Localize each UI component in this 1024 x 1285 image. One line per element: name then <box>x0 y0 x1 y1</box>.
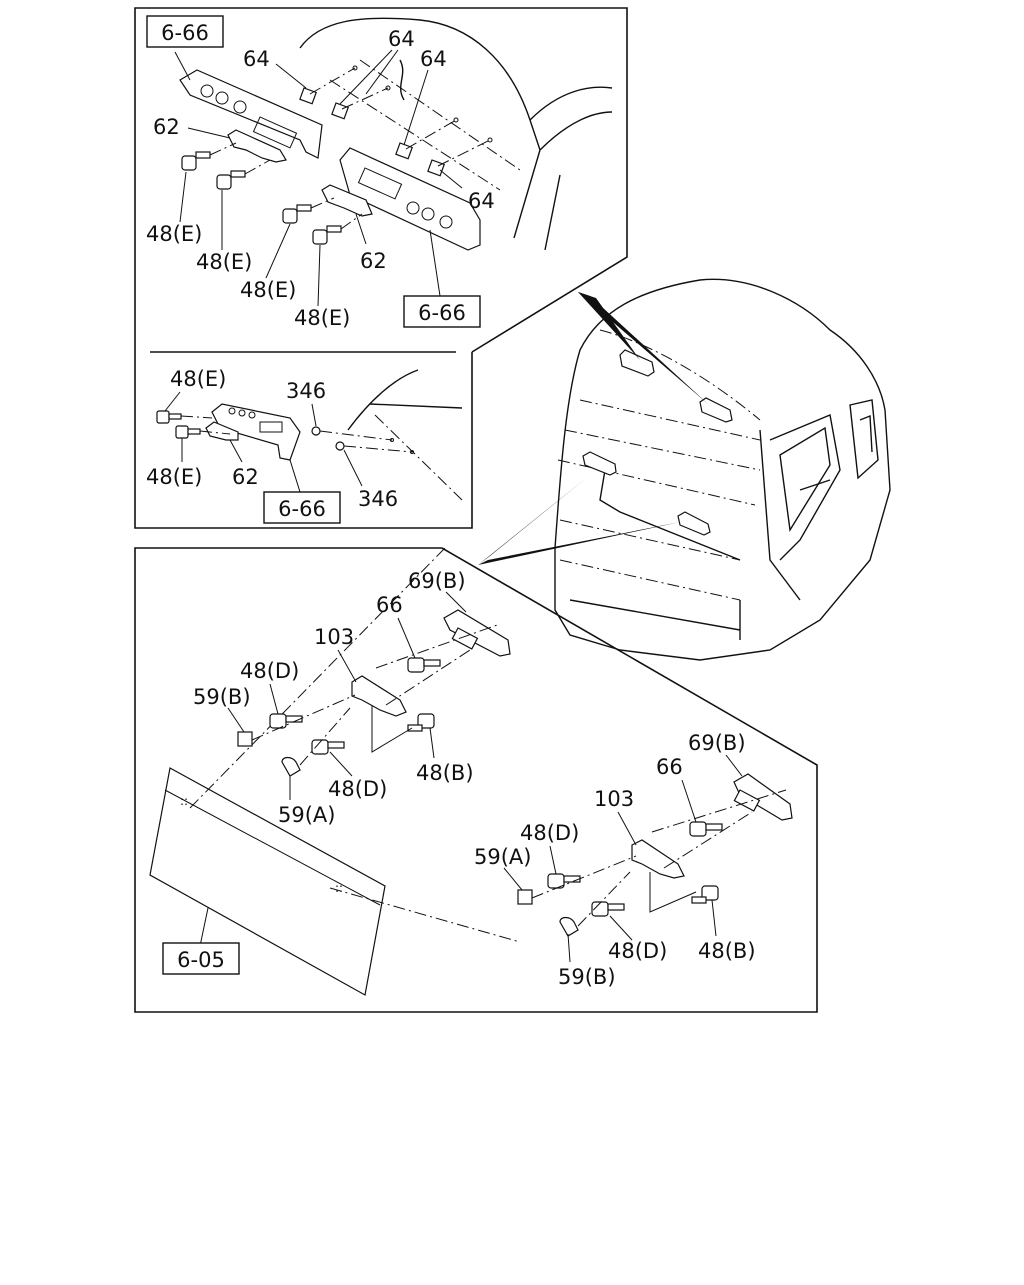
label-62: 62 <box>360 249 387 273</box>
label-69b: 69(B) <box>408 569 466 593</box>
label-48e: 48(E) <box>196 250 252 274</box>
panel-bottom-frame <box>134 547 818 1013</box>
label-69b: 69(B) <box>688 731 746 755</box>
hinge-assembly-lower <box>517 773 793 937</box>
label-64: 64 <box>243 47 270 71</box>
label-48b: 48(B) <box>698 939 756 963</box>
label-64: 64 <box>420 47 447 71</box>
label-62: 62 <box>153 115 180 139</box>
ref-label: 6-66 <box>278 497 326 521</box>
trim-panel-6-05: :: :: <box>149 547 521 996</box>
label-48d: 48(D) <box>240 659 299 683</box>
ref-label: 6-66 <box>418 301 466 325</box>
label-48e: 48(E) <box>146 465 202 489</box>
label-48d: 48(D) <box>608 939 667 963</box>
label-48e: 48(E) <box>294 306 350 330</box>
label-48b: 48(B) <box>416 761 474 785</box>
label-48e: 48(E) <box>240 278 296 302</box>
label-64: 64 <box>468 189 495 213</box>
leaders-mid <box>164 391 363 493</box>
cab-roof-sketch <box>299 17 613 251</box>
label-48e: 48(E) <box>170 367 226 391</box>
label-66: 66 <box>656 755 683 779</box>
cab-side-sketch <box>347 369 463 501</box>
leaders-bottom <box>199 591 743 963</box>
cab-handles <box>582 349 733 536</box>
svg-text:::: :: <box>335 881 343 895</box>
svg-text:::: :: <box>180 794 188 808</box>
callout-wedges <box>478 292 708 565</box>
ref-box-6-66-top: 6-66 <box>146 15 224 48</box>
grab-handle-upper-left <box>179 69 323 159</box>
ref-box-6-66-mid: 6-66 <box>263 491 341 524</box>
bracket-62-lower <box>321 184 373 217</box>
part-labels: 64 64 64 64 62 62 48(E) 48(E) 48(E) 48(E… <box>146 27 756 989</box>
label-59b: 59(B) <box>193 685 251 709</box>
label-103: 103 <box>314 625 354 649</box>
label-103: 103 <box>594 787 634 811</box>
label-346: 346 <box>358 487 398 511</box>
clips-64 <box>299 65 493 177</box>
grab-handle-small <box>156 403 414 461</box>
leaders-top <box>174 49 463 307</box>
ref-box-6-05: 6-05 <box>162 942 240 975</box>
grab-handle-upper-right <box>339 147 481 251</box>
bolts-48e-top <box>181 142 363 245</box>
ref-label: 6-66 <box>161 21 209 45</box>
label-59a: 59(A) <box>474 845 531 869</box>
label-346: 346 <box>286 379 326 403</box>
label-64: 64 <box>388 27 415 51</box>
hinge-assembly-upper <box>237 609 511 777</box>
ref-label: 6-05 <box>177 948 225 972</box>
bracket-62-upper <box>227 129 287 163</box>
label-66: 66 <box>376 593 403 617</box>
label-48d: 48(D) <box>520 821 579 845</box>
label-59a: 59(A) <box>278 803 335 827</box>
label-48e: 48(E) <box>146 222 202 246</box>
label-59b: 59(B) <box>558 965 616 989</box>
panel-top-frame <box>134 7 628 529</box>
label-48d: 48(D) <box>328 777 387 801</box>
label-62: 62 <box>232 465 259 489</box>
ref-box-6-66-right: 6-66 <box>403 295 481 328</box>
